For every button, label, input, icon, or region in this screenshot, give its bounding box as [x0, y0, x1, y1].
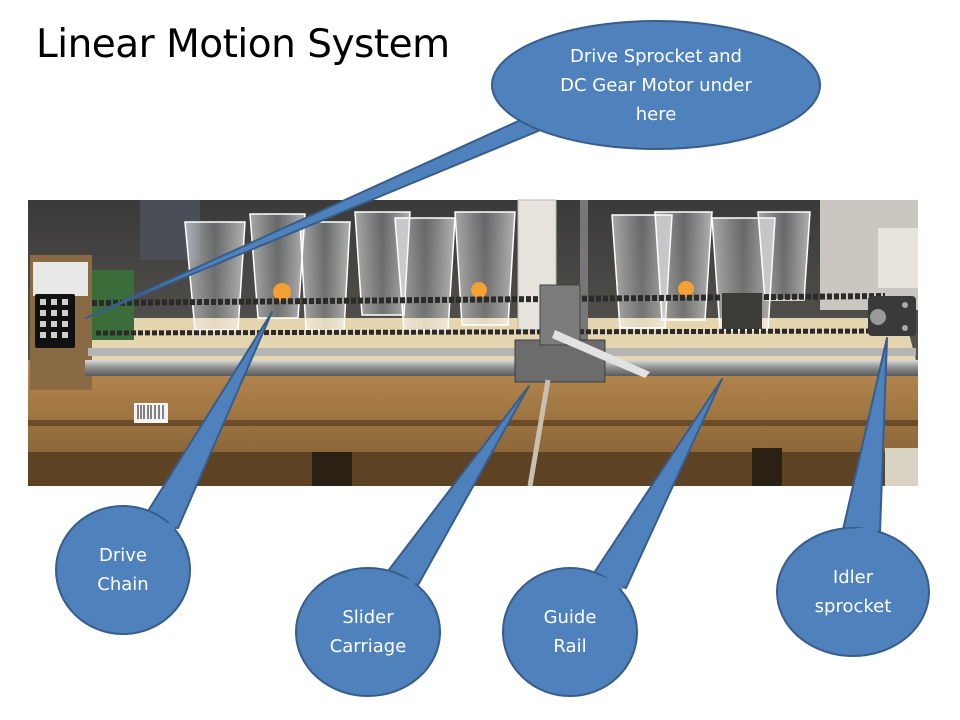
- callout-seam: [593, 574, 625, 590]
- photo: [28, 199, 918, 487]
- callout-drive-chain: [55, 311, 273, 635]
- slider-carriage-upright: [539, 284, 581, 346]
- callout-line: here: [635, 103, 677, 125]
- motor-housing: [722, 293, 762, 329]
- upper-rail: [88, 348, 916, 356]
- ball: [273, 283, 291, 301]
- callout-seam: [142, 520, 176, 530]
- table-seam: [28, 420, 918, 426]
- callout-bubble: [55, 505, 191, 635]
- guide-rail: [85, 360, 918, 376]
- callout-line: DC Gear Motor under: [560, 74, 752, 96]
- keypad-keys: [40, 299, 68, 338]
- callout-line: Drive Sprocket and: [570, 45, 742, 67]
- background-can: [885, 448, 918, 486]
- callout-label-drive-sprocket: Drive Sprocket and DC Gear Motor under h…: [520, 40, 792, 130]
- callout-seam: [844, 527, 878, 535]
- carriage-paddle: [552, 330, 650, 378]
- callout-line: Rail: [553, 636, 587, 657]
- barcode-lines: [137, 405, 164, 419]
- callout-idler-sprocket: [776, 337, 930, 657]
- idler-hub: [870, 309, 886, 325]
- callout-line: Carriage: [329, 636, 407, 657]
- callout-line: Slider: [342, 607, 394, 628]
- callout-line: Idler: [832, 567, 874, 588]
- callout-line: sprocket: [814, 596, 892, 617]
- callout-label-guide-rail: Guide Rail: [510, 602, 630, 662]
- callout-label-drive-chain: Drive Chain: [63, 540, 183, 600]
- lcd-label: [33, 262, 88, 296]
- carriage-cable: [527, 379, 551, 487]
- callout-drive-sprocket: [85, 20, 821, 319]
- table-leg-left: [312, 452, 352, 486]
- callout-seam: [387, 573, 416, 587]
- callout-guide-rail: [502, 378, 723, 697]
- callout-line: Drive: [99, 545, 147, 566]
- callout-bubble: [491, 20, 821, 150]
- callout-label-slider-carriage: Slider Carriage: [308, 602, 428, 662]
- background-bucket: [878, 228, 918, 288]
- callout-line: Guide: [543, 607, 597, 628]
- table-leg-right: [752, 448, 782, 486]
- slide-title: Linear Motion System: [36, 22, 450, 67]
- vertical-rod: [580, 200, 588, 360]
- ball: [471, 282, 487, 298]
- callout-slider-carriage: [295, 385, 530, 697]
- callout-seam: [527, 114, 555, 126]
- ball: [678, 281, 694, 297]
- callout-label-idler-sprocket: Idler sprocket: [791, 562, 915, 622]
- callout-bubble: [502, 567, 638, 697]
- callout-line: Chain: [97, 574, 149, 595]
- callout-bubble: [295, 567, 441, 697]
- chain-bottom-strand: [95, 328, 886, 336]
- callout-bubble: [776, 527, 930, 657]
